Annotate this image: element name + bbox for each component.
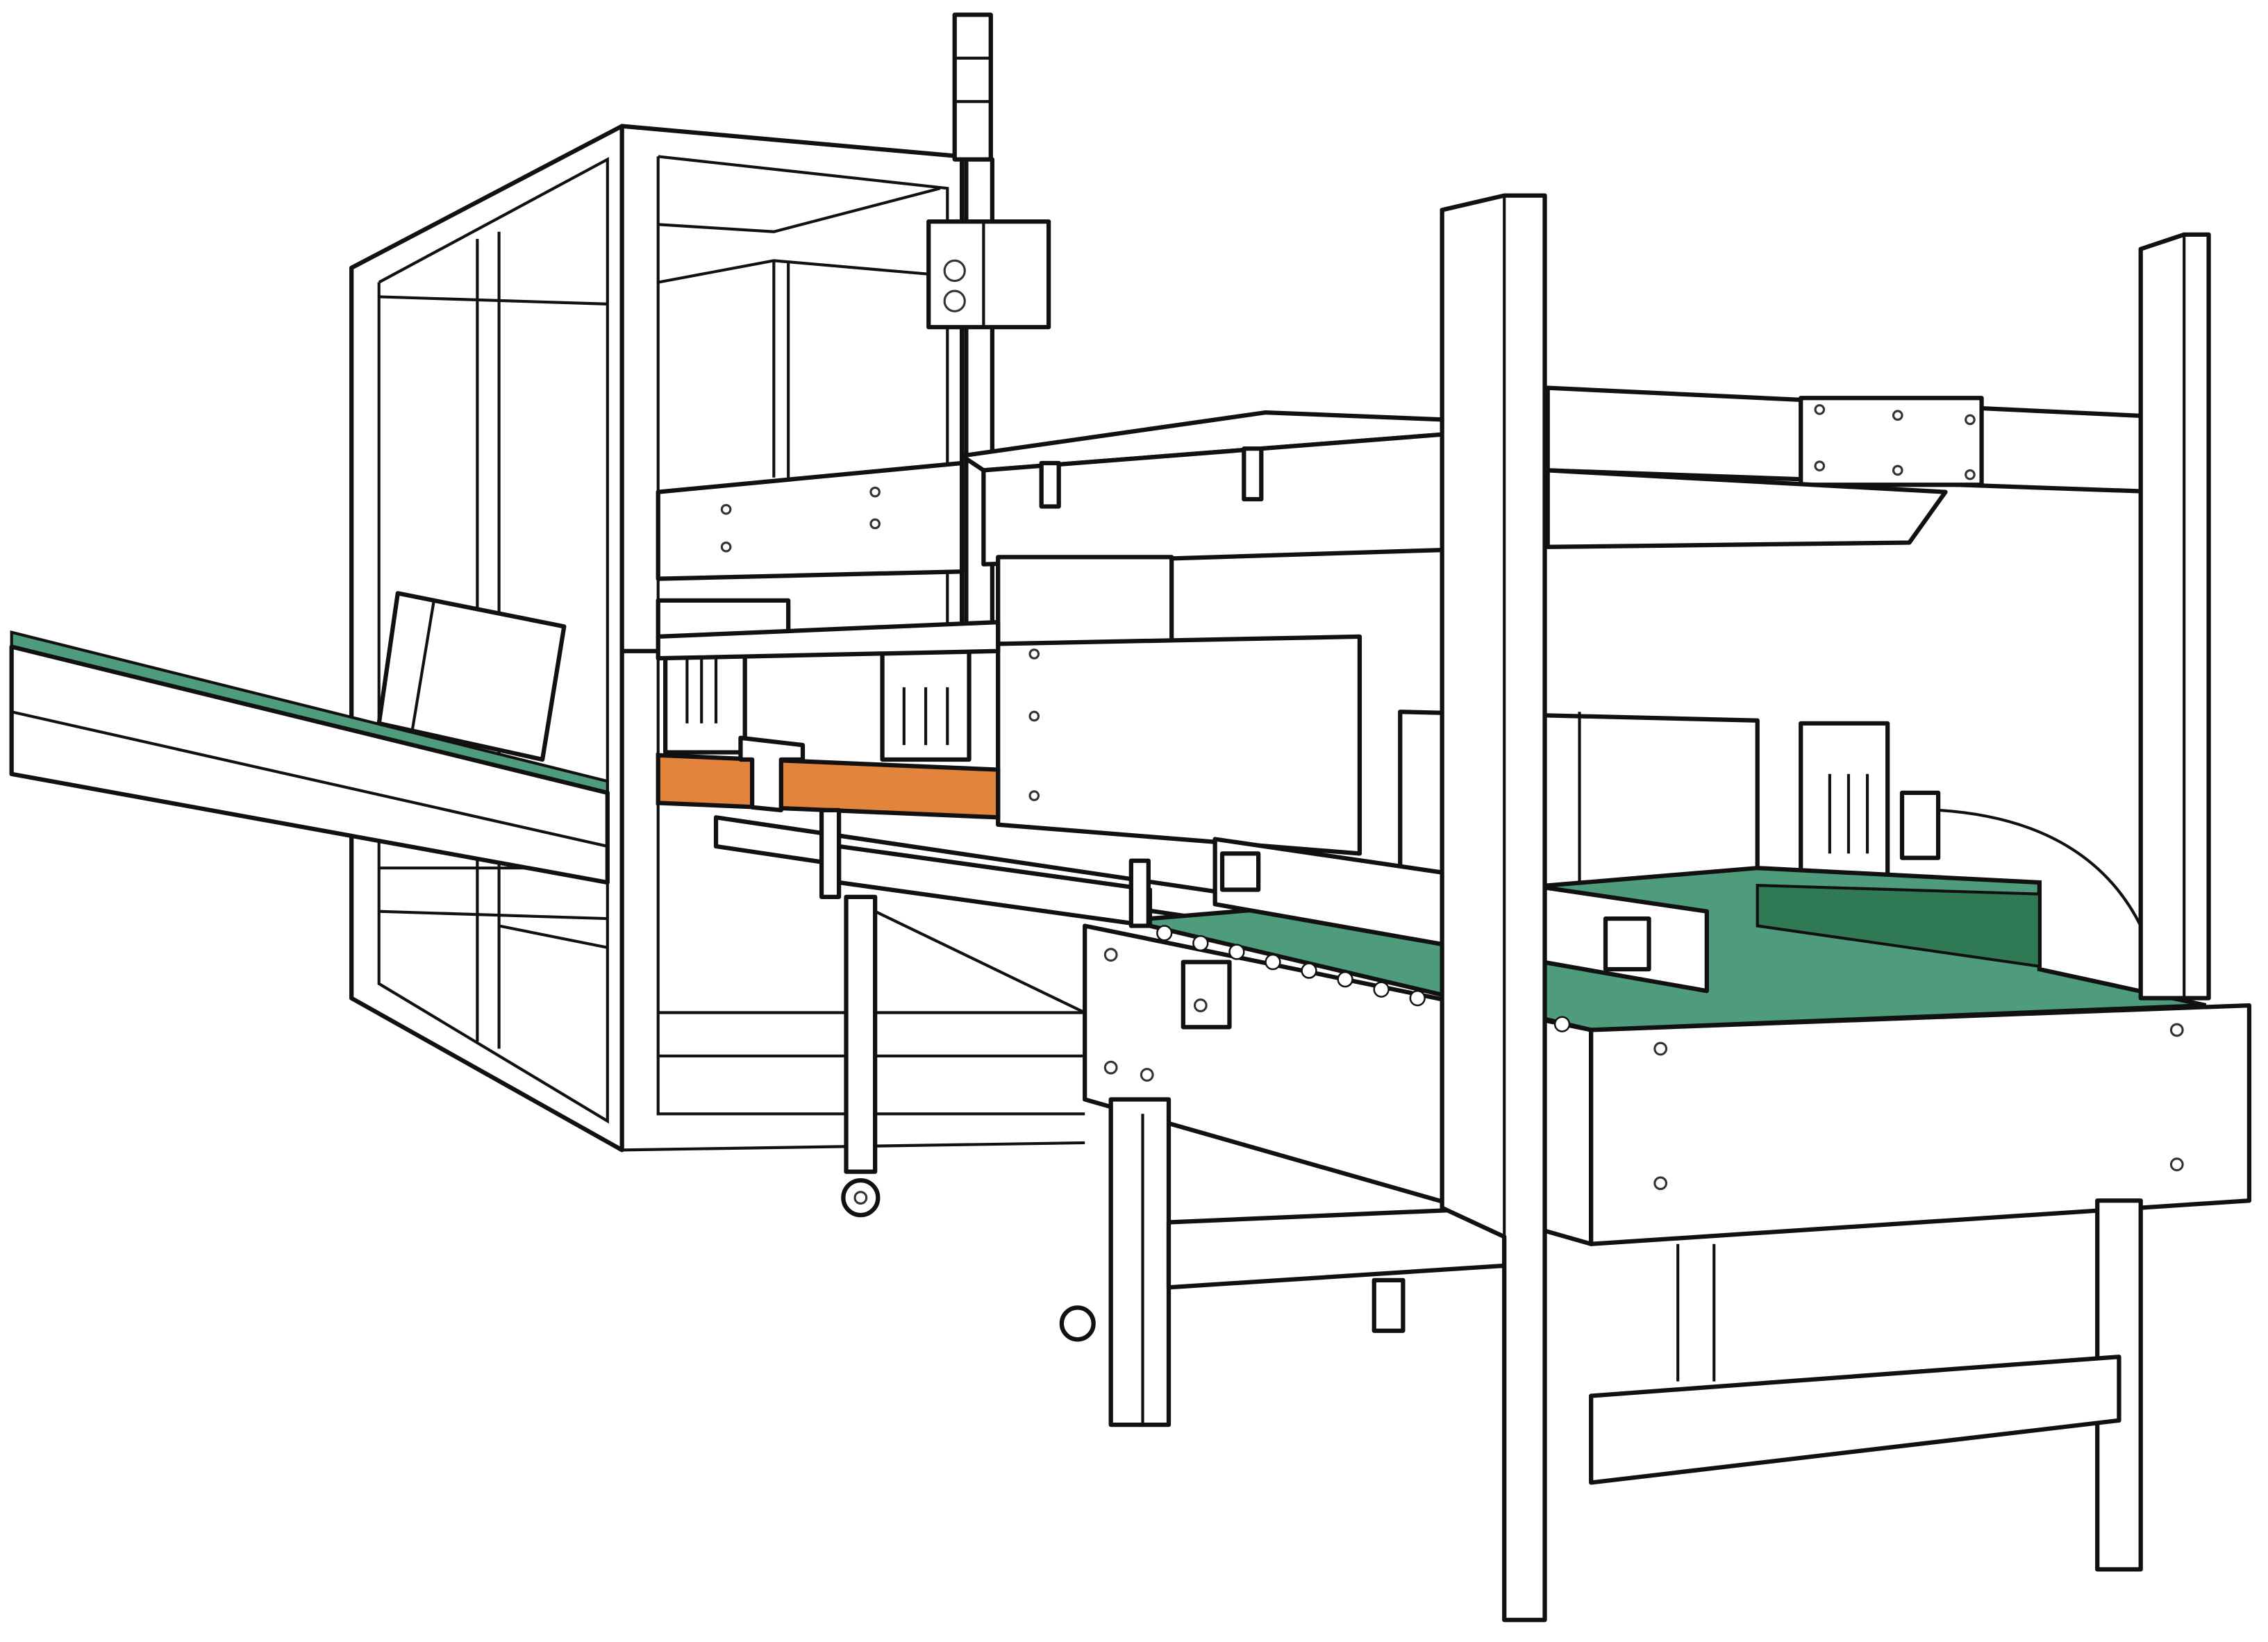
- control-box: [926, 219, 1051, 330]
- mechanism: [656, 598, 1001, 820]
- outfeed-conveyor: [1083, 837, 2252, 1246]
- button-icon: [943, 290, 966, 312]
- motor: [1799, 721, 2142, 927]
- control-panel: [1181, 960, 1232, 1030]
- caster-wheel-icon: [1059, 1305, 1096, 1342]
- table-legs: [1059, 1097, 2143, 1572]
- orange-guide-rail: [656, 753, 1001, 820]
- uprights: [1440, 193, 2211, 1623]
- crossbeam: [1545, 385, 2165, 549]
- button-icon: [943, 259, 966, 283]
- infeed-conveyor: [9, 591, 610, 885]
